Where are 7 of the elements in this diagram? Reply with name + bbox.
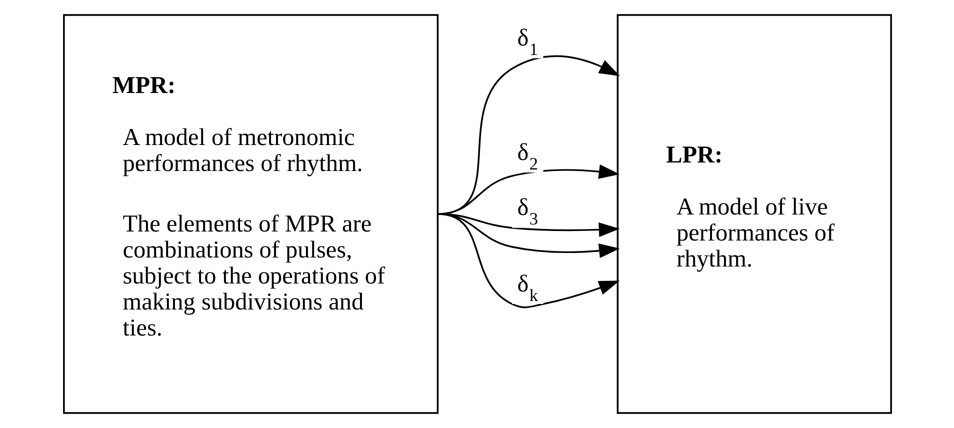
arrow <box>437 213 620 308</box>
edge-label: δ$_{k}$ <box>516 270 538 305</box>
node-box: LPR: A model of live performances of rhythm. <box>616 14 892 414</box>
node-box: MPR: A model of metronomic performances of rhythm. The elements of MPR are combinations of pulses, subject to the operations of making subdivisions and ties. <box>62 14 438 414</box>
edge-label: δ$_{1}$ <box>516 24 538 60</box>
edge-label: δ$_{2}$ <box>516 138 538 174</box>
edge-label: δ$_{3}$ <box>516 194 538 229</box>
